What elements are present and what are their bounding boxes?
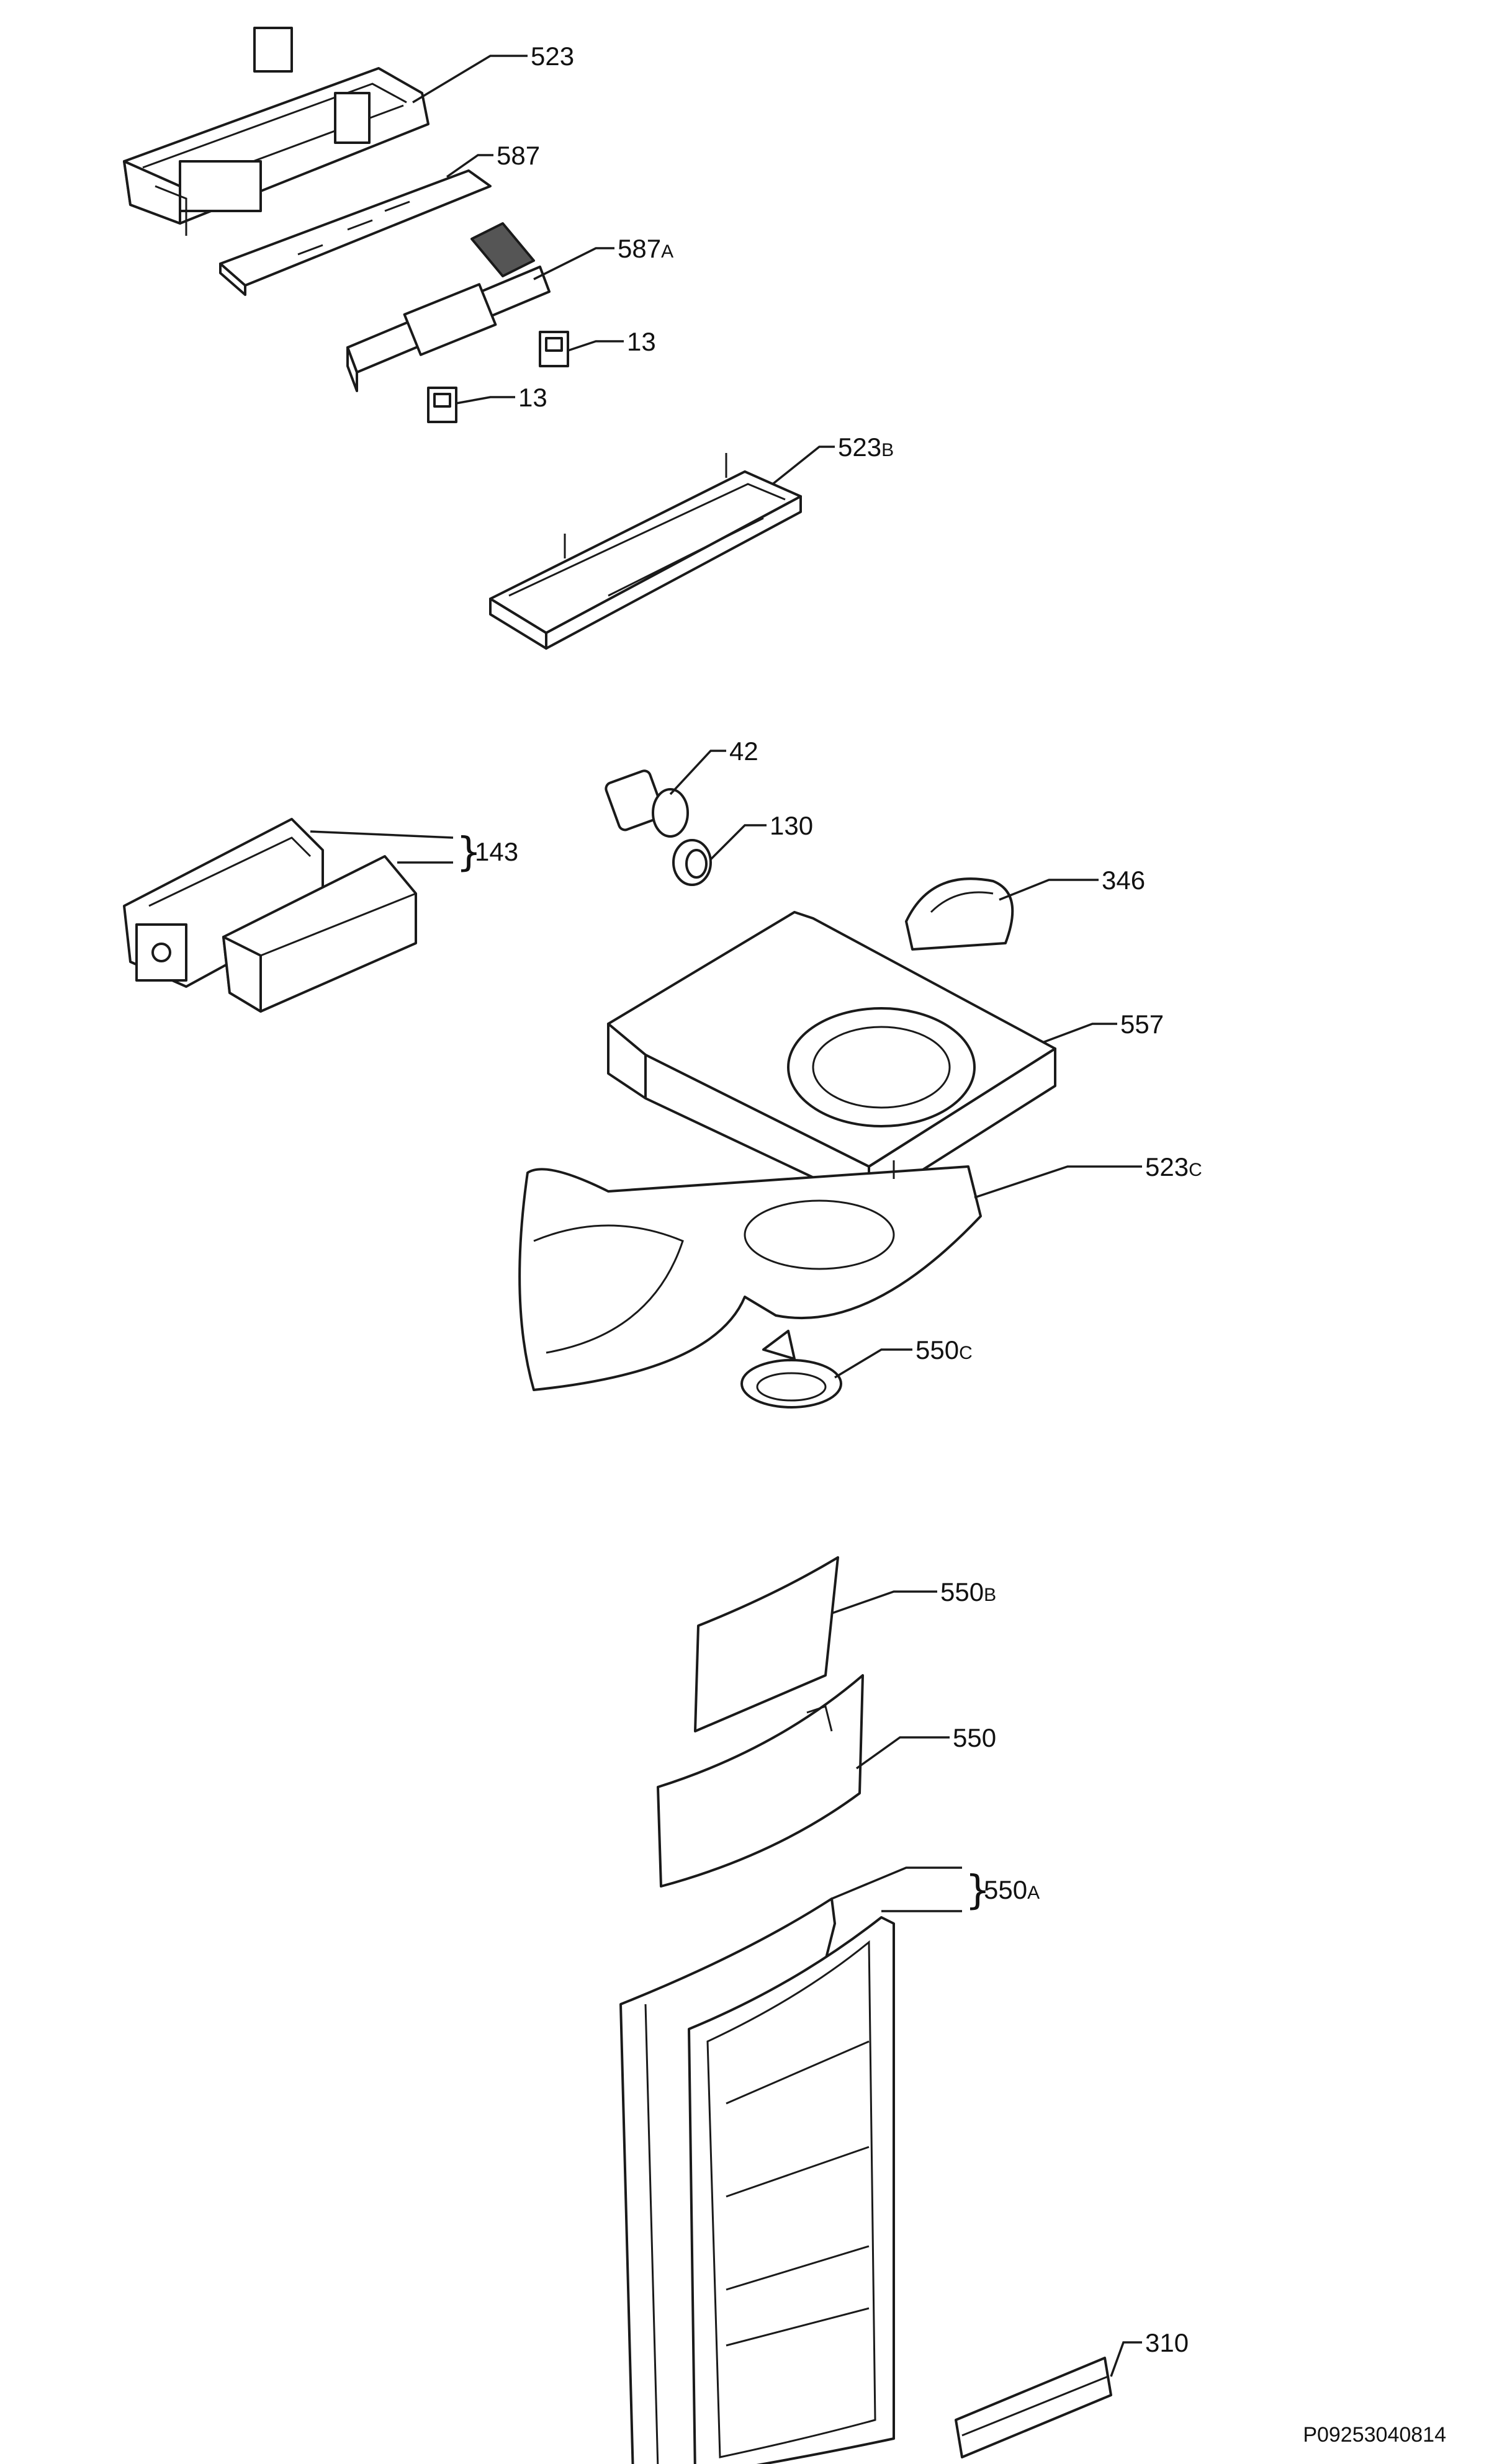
part-13-clip-upper [539, 331, 569, 367]
leader-13b [456, 396, 515, 405]
part-557-frame [607, 911, 1056, 1205]
label-587: 587 [497, 141, 540, 170]
part-143-duct [222, 855, 417, 1013]
leader-523b [771, 446, 835, 485]
leader-550a-a [831, 1866, 962, 1900]
label-550b: 550B [940, 1577, 996, 1606]
part-550b-flap [694, 1556, 839, 1732]
leader-143-a [310, 830, 454, 839]
brace-143: } [456, 830, 482, 876]
part-587a-connector-board [346, 222, 551, 392]
leader-523c [974, 1165, 1142, 1199]
drawing-code: P09253040814 [1303, 2423, 1446, 2447]
leader-550 [855, 1736, 950, 1770]
label-523c: 523C [1145, 1152, 1202, 1181]
label-13a: 13 [627, 327, 656, 356]
label-143: 143 [475, 837, 518, 866]
leader-550b [831, 1590, 937, 1615]
part-310-trim [955, 2357, 1112, 2458]
part-130-cap [672, 839, 712, 886]
label-346: 346 [1102, 866, 1145, 895]
label-13b: 13 [518, 383, 547, 412]
leader-557 [1042, 1023, 1117, 1044]
brace-550a: } [965, 1868, 991, 1914]
label-523: 523 [531, 42, 574, 71]
leader-346 [999, 879, 1099, 901]
part-42-socket [605, 769, 689, 838]
part-550c-ring [740, 1330, 842, 1409]
leader-587a [533, 247, 614, 280]
label-42: 42 [729, 737, 758, 766]
leader-587 [446, 154, 493, 178]
label-550c: 550C [915, 1335, 973, 1364]
part-523c-housing [518, 1160, 982, 1391]
part-523b-tray [489, 453, 802, 650]
part-550a-frame-front [688, 1916, 895, 2464]
leader-13a [567, 340, 624, 352]
label-557: 557 [1120, 1010, 1164, 1039]
label-130: 130 [770, 811, 813, 840]
label-550a: 550A [984, 1875, 1040, 1904]
leader-310 [1110, 2341, 1142, 2377]
leader-lines [310, 55, 1142, 2377]
part-346-dome [905, 877, 1014, 951]
part-143-frame [123, 818, 324, 988]
label-310: 310 [1145, 2328, 1189, 2357]
leader-523 [412, 55, 528, 104]
part-13-clip-lower [427, 387, 457, 423]
leader-550c [834, 1348, 912, 1379]
label-523b: 523B [838, 432, 894, 462]
part-587-board [219, 169, 492, 296]
part-523-housing [123, 27, 430, 236]
part-550-paddle [657, 1674, 864, 1888]
callout-labels: 523 587 587A 13 13 523B 42 130 } 143 346… [456, 42, 1202, 2357]
leader-42 [669, 750, 726, 795]
label-550: 550 [953, 1723, 996, 1752]
label-587a: 587A [618, 234, 673, 263]
leader-130 [709, 824, 767, 861]
